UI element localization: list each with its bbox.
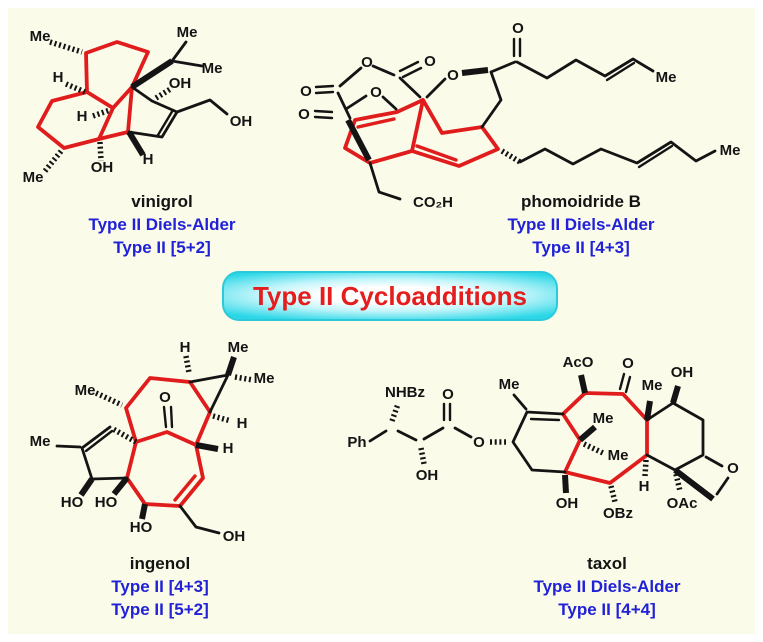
atom-label: Me xyxy=(30,28,51,45)
molecule-name: phomoidride B xyxy=(521,192,641,211)
atom-label: Me xyxy=(75,382,96,399)
atom-label: Me xyxy=(23,169,44,186)
atom-label: OH xyxy=(556,495,579,512)
atom-label: O xyxy=(424,53,436,70)
cycloaddition-tag: Type II [4+3] xyxy=(111,577,209,596)
atom-label: Me xyxy=(30,433,51,450)
caption-ingenol: ingenol Type II [4+3] Type II [5+2] xyxy=(40,552,280,621)
atom-label: Me xyxy=(720,142,741,159)
ingenol-black-bonds xyxy=(55,355,254,535)
atom-label: Me xyxy=(177,24,198,41)
atom-label: O xyxy=(727,460,739,477)
atom-label: Me xyxy=(202,60,223,77)
atom-label: O xyxy=(447,67,459,84)
atom-label: O xyxy=(622,355,634,372)
atom-label: Me xyxy=(228,339,249,356)
phomoidride-black-bonds xyxy=(313,37,717,201)
atom-label: H xyxy=(180,339,191,356)
title-banner: Type II Cycloadditions xyxy=(222,271,558,321)
caption-taxol: taxol Type II Diels-Alder Type II [4+4] xyxy=(487,552,727,621)
atom-label: O xyxy=(361,54,373,71)
molecule-name: vinigrol xyxy=(131,192,193,211)
atom-label: NHBz xyxy=(385,384,425,401)
atom-label: O xyxy=(473,434,485,451)
atom-label: O xyxy=(300,83,312,100)
atom-label: CO₂H xyxy=(413,194,453,211)
cycloaddition-tag: Type II [5+2] xyxy=(111,600,209,619)
atom-label: O xyxy=(442,386,454,403)
atom-label: H xyxy=(53,69,64,86)
atom-label: H xyxy=(639,478,650,495)
cycloaddition-tag: Type II Diels-Alder xyxy=(507,215,655,234)
atom-label: O xyxy=(370,84,382,101)
atom-label: OH xyxy=(223,528,246,545)
atom-label: Me xyxy=(593,410,614,427)
atom-label: OH xyxy=(671,364,694,381)
figure-canvas xyxy=(8,8,755,634)
atom-label: H xyxy=(223,440,234,457)
atom-label: Me xyxy=(608,447,629,464)
vinigrol-black-bonds xyxy=(42,39,229,173)
atom-label: OH xyxy=(230,113,253,130)
cycloaddition-tag: Type II Diels-Alder xyxy=(533,577,681,596)
atom-label: Me xyxy=(642,377,663,394)
caption-vinigrol: vinigrol Type II Diels-Alder Type II [5+… xyxy=(42,190,282,259)
atom-label: Me xyxy=(254,370,275,387)
molecule-name: ingenol xyxy=(129,554,191,573)
atom-label: Me xyxy=(656,69,677,86)
molecule-name: taxol xyxy=(587,554,627,573)
atom-label: H xyxy=(237,415,248,432)
phomoidride-red-rings xyxy=(343,98,500,168)
atom-label: OH xyxy=(169,75,192,92)
ingenol-red-rings xyxy=(124,376,212,508)
caption-phomoidride-b: phomoidride B Type II Diels-Alder Type I… xyxy=(461,190,701,259)
cycloaddition-tag: Type II [5+2] xyxy=(113,238,211,257)
atom-label: Ph xyxy=(347,434,366,451)
atom-label: HO xyxy=(95,494,118,511)
atom-label: OH xyxy=(416,467,439,484)
taxol-red-rings xyxy=(561,391,649,485)
atom-label: H xyxy=(143,151,154,168)
atom-label: HO xyxy=(61,494,84,511)
atom-label: O xyxy=(159,389,171,406)
atom-label: AcO xyxy=(563,354,594,371)
taxol-black-bonds xyxy=(368,372,730,503)
atom-label: OBz xyxy=(603,505,633,522)
atom-label: OH xyxy=(91,159,114,176)
cycloaddition-tag: Type II Diels-Alder xyxy=(88,215,236,234)
atom-label: OAc xyxy=(667,495,698,512)
atom-label: HO xyxy=(130,519,153,536)
atom-label: O xyxy=(298,106,310,123)
atom-label: Me xyxy=(499,376,520,393)
atom-label: H xyxy=(77,108,88,125)
atom-label: O xyxy=(512,20,524,37)
cycloaddition-tag: Type II [4+4] xyxy=(558,600,656,619)
cycloaddition-tag: Type II [4+3] xyxy=(532,238,630,257)
title-text: Type II Cycloadditions xyxy=(252,280,527,311)
